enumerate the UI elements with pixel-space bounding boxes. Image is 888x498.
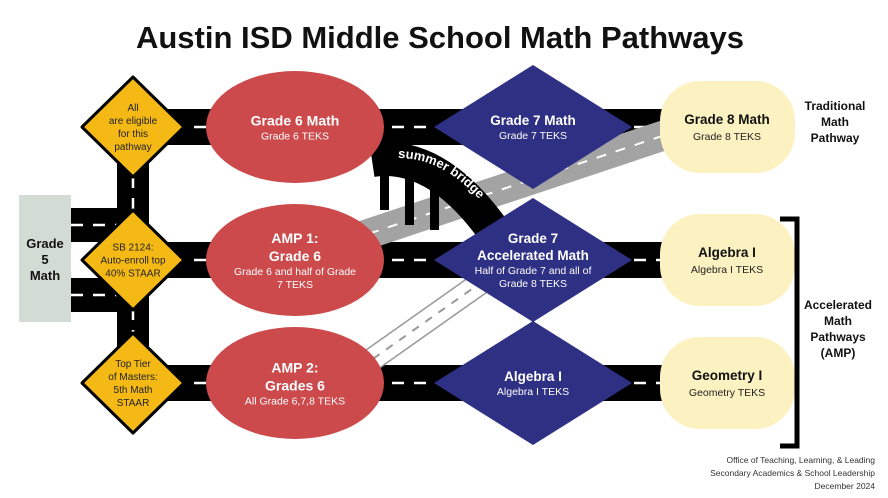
sign-text: 40% STAAR — [105, 269, 160, 280]
sign-text: are eligible — [109, 116, 158, 127]
course-title: Grade 6 Math — [251, 112, 340, 128]
svg-text:Office of Teaching, Learning,: Office of Teaching, Learning, & Leading — [726, 455, 875, 465]
course-title: Grade 8 Math — [684, 112, 770, 127]
svg-text:Math: Math — [824, 314, 852, 328]
course-teks: Grade 6 and half of Grade — [234, 266, 356, 278]
grade5-start: Grade 5 Math — [19, 195, 71, 322]
sign-text: 5th Math — [114, 385, 153, 396]
course-teks: Algebra I TEKS — [691, 264, 763, 276]
grade8-course: Algebra I Algebra I TEKS — [660, 214, 795, 306]
sign-text: for this — [118, 129, 148, 140]
course-teks: Grade 6 TEKS — [261, 131, 329, 143]
course-teks: Grade 7 TEKS — [499, 130, 567, 142]
sign-text: All — [127, 103, 138, 114]
svg-text:(AMP): (AMP) — [821, 346, 856, 360]
course-title: AMP 2: — [271, 359, 318, 375]
grade7-course: Algebra I Algebra I TEKS — [434, 321, 632, 445]
course-teks: Grade 8 TEKS — [693, 131, 761, 143]
course-title: Grades 6 — [265, 377, 325, 393]
course-title: Algebra I — [698, 245, 756, 260]
page-title: Austin ISD Middle School Math Pathways — [136, 20, 744, 55]
svg-text:December 2024: December 2024 — [815, 481, 876, 491]
grade8-course: Geometry I Geometry TEKS — [660, 337, 795, 429]
eligibility-sign: SB 2124: Auto-enroll top 40% STAAR — [80, 208, 186, 312]
svg-text:Secondary Academics & School L: Secondary Academics & School Leadership — [710, 468, 875, 478]
sign-text: STAAR — [117, 398, 150, 409]
amp-bracket — [780, 216, 800, 449]
course-teks: Geometry TEKS — [689, 387, 765, 399]
course-title: Grade 6 — [269, 248, 321, 264]
start-line: 5 — [41, 252, 48, 267]
sign-text: of Masters: — [108, 372, 157, 383]
eligibility-sign: All are eligible for this pathway — [80, 75, 186, 179]
course-title: Accelerated Math — [477, 248, 589, 263]
course-title: Grade 7 Math — [490, 113, 576, 128]
svg-text:Traditional: Traditional — [805, 99, 866, 113]
grade6-course: AMP 2: Grades 6 All Grade 6,7,8 TEKS — [206, 327, 384, 439]
course-teks: Half of Grade 7 and all of — [475, 265, 592, 277]
course-teks: Grade 8 TEKS — [499, 278, 567, 290]
course-title: Grade 7 — [508, 231, 558, 246]
grade6-course: AMP 1: Grade 6 Grade 6 and half of Grade7 … — [206, 204, 384, 316]
accelerated-label: Accelerated Math Pathways (AMP) — [804, 298, 872, 360]
sign-text: SB 2124: — [112, 243, 153, 254]
svg-text:Accelerated: Accelerated — [804, 298, 872, 312]
footer: Office of Teaching, Learning, & Leading … — [710, 455, 875, 491]
course-teks: 7 TEKS — [277, 279, 313, 291]
svg-text:Math: Math — [821, 115, 849, 129]
course-title: Geometry I — [692, 368, 763, 383]
svg-text:Pathways: Pathways — [810, 330, 866, 344]
traditional-label: Traditional Math Pathway — [805, 99, 866, 145]
svg-text:Pathway: Pathway — [811, 131, 860, 145]
course-title: Algebra I — [504, 369, 562, 384]
course-title: AMP 1: — [271, 230, 318, 246]
start-line: Math — [30, 268, 60, 283]
sign-text: Top Tier — [115, 359, 151, 370]
start-line: Grade — [26, 236, 64, 251]
course-teks: Algebra I TEKS — [497, 386, 569, 398]
sign-text: pathway — [114, 142, 151, 153]
course-teks: All Grade 6,7,8 TEKS — [245, 396, 345, 408]
sign-text: Auto-enroll top — [100, 256, 165, 267]
